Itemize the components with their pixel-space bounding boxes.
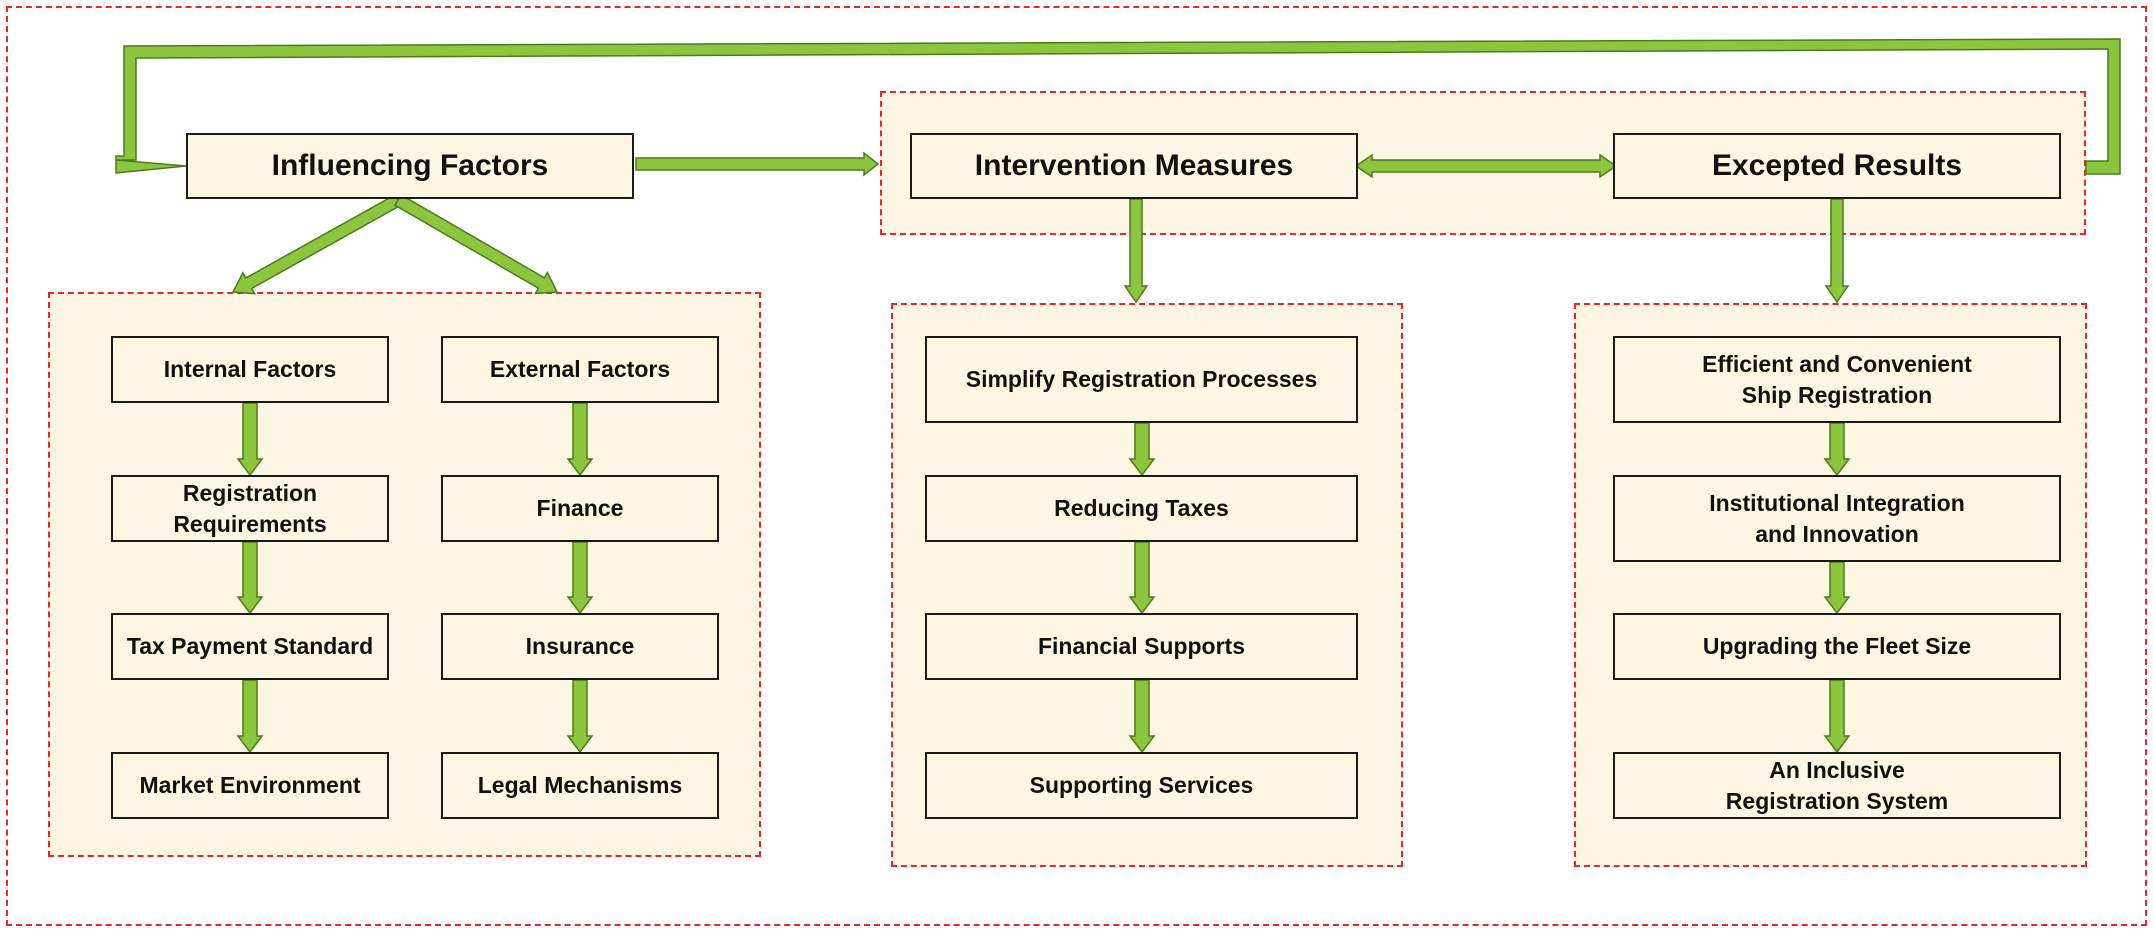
arrow-results-down [1824,198,1850,304]
upgrading-fleet-node: Upgrading the Fleet Size [1613,613,2061,680]
market-environment-node: Market Environment [111,752,389,819]
internal-factors-node: Internal Factors [111,336,389,403]
legal-mechanisms-node: Legal Mechanisms [441,752,719,819]
finance-node: Finance [441,475,719,542]
registration-requirements-node: Registration Requirements [111,475,389,542]
institutional-integration-node: Institutional Integration and Innovation [1613,475,2061,562]
arrow-internal-3 [236,679,264,754]
outer-boundary [6,6,2147,926]
tax-payment-standard-node: Tax Payment Standard [111,613,389,680]
arrow-branch-right [393,193,559,295]
arrow-branch-left [231,193,402,295]
excepted-results-node: Excepted Results [1613,133,2061,199]
external-factors-node: External Factors [441,336,719,403]
efficient-registration-node: Efficient and Convenient Ship Registrati… [1613,336,2061,423]
arrow-measures-2 [1128,541,1156,615]
arrow-results-1 [1823,422,1851,477]
influencing-factors-node: Influencing Factors [186,133,634,199]
arrow-results-3 [1823,679,1851,754]
arrow-external-2 [566,541,594,615]
inclusive-registration-node: An Inclusive Registration System [1613,752,2061,819]
arrow-results-2 [1823,561,1851,615]
reducing-taxes-node: Reducing Taxes [925,475,1358,542]
intervention-measures-node: Intervention Measures [910,133,1358,199]
arrow-external-3 [566,679,594,754]
arrow-feedback-loop [115,38,2121,175]
arrow-measures-3 [1128,679,1156,754]
supporting-services-node: Supporting Services [925,752,1358,819]
arrow-external-1 [566,402,594,477]
insurance-node: Insurance [441,613,719,680]
arrow-internal-2 [236,541,264,615]
arrow-measures-1 [1128,422,1156,477]
arrow-intervention-down [1123,198,1149,304]
simplify-registration-node: Simplify Registration Processes [925,336,1358,423]
financial-supports-node: Financial Supports [925,613,1358,680]
arrow-internal-1 [236,402,264,477]
arrow-influencing-to-intervention [635,151,880,177]
arrow-intervention-results [1354,153,1618,179]
